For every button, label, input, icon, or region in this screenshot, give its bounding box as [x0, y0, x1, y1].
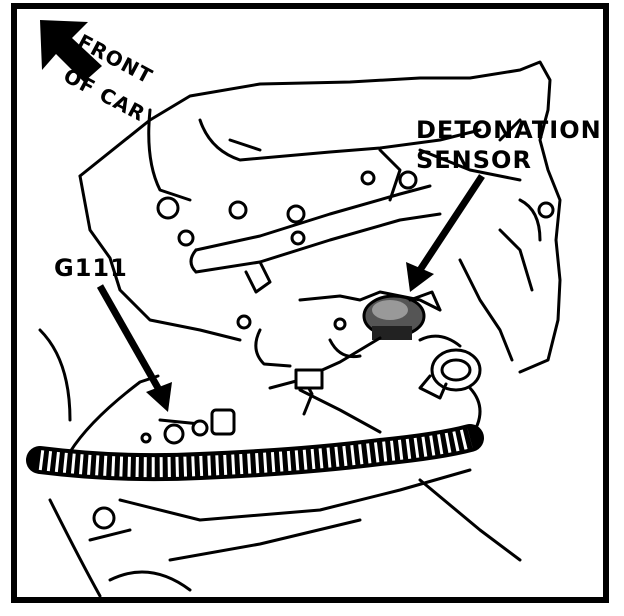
detonation-sensor-label-2: SENSOR [416, 146, 532, 174]
front-arrow-icon [40, 20, 102, 82]
engine-block [78, 60, 562, 374]
g111-arrow-icon [96, 284, 172, 412]
lower-engine [38, 328, 522, 598]
sensor-wire [268, 336, 382, 434]
detonation-sensor [362, 290, 442, 340]
engine-bolts [156, 170, 555, 331]
ground-hardware [140, 408, 236, 445]
g111-label: G111 [54, 254, 128, 282]
detonation-sensor-label-1: DETONATION [416, 116, 602, 144]
wiring-harness [26, 424, 484, 482]
detonation-arrow-icon [406, 174, 485, 292]
